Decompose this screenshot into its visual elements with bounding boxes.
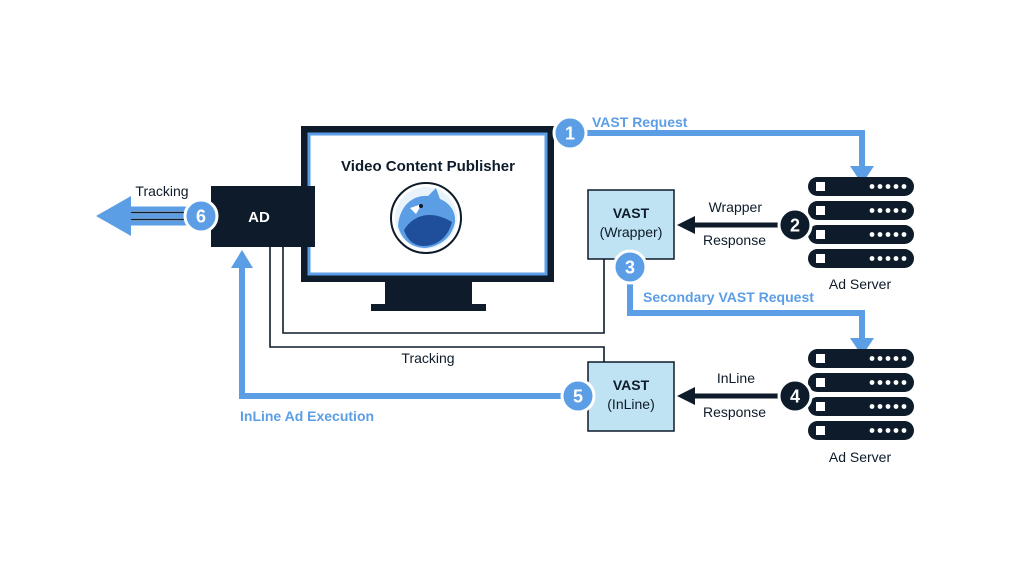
vast-request-arrow — [584, 130, 874, 184]
monitor-base — [371, 304, 486, 311]
wrapper-response-arrow — [677, 216, 790, 234]
step-number: 2 — [790, 216, 800, 236]
step-number: 5 — [573, 387, 583, 407]
publisher-monitor: Video Content Publisher — [301, 126, 554, 311]
wrapper-response-label-top: Wrapper — [709, 199, 763, 215]
step-badge-3: 3 — [612, 249, 648, 285]
step-number: 4 — [790, 387, 800, 407]
step-number: 6 — [196, 207, 206, 227]
step-badge-5: 5 — [560, 378, 596, 414]
tracking-label: Tracking — [401, 350, 454, 366]
server-rack-icon — [808, 349, 914, 440]
inline-ad-execution-arrow — [231, 250, 565, 399]
secondary-vast-request-arrow — [627, 278, 874, 356]
tracking-out-arrow — [96, 196, 195, 236]
inline-ad-execution-label: InLine Ad Execution — [240, 408, 374, 424]
vast-inline-box: VAST (InLine) — [587, 361, 675, 432]
inline-response-label-top: InLine — [717, 370, 755, 386]
step-badge-6: 6 — [183, 198, 219, 234]
tracking-out-label: Tracking — [135, 183, 188, 199]
inline-response-label-bottom: Response — [703, 404, 766, 420]
ad-box: AD — [211, 186, 315, 247]
vast-wrapper-subtitle: (Wrapper) — [600, 224, 663, 240]
vast-request-label: VAST Request — [592, 114, 688, 130]
vast-wrapper-box: VAST (Wrapper) — [587, 189, 675, 260]
step-badge-4: 4 — [777, 378, 813, 414]
monitor-stand — [385, 282, 472, 304]
tracking-line-wrapper — [282, 230, 605, 334]
tracking-line-inline — [269, 230, 605, 362]
inline-response-arrow — [677, 387, 790, 405]
step-number: 1 — [565, 124, 575, 144]
ad-label: AD — [248, 209, 270, 226]
monitor-title: Video Content Publisher — [341, 158, 515, 175]
vast-inline-subtitle: (InLine) — [607, 396, 654, 412]
vast-inline-title: VAST — [613, 377, 650, 393]
secondary-vast-request-label: Secondary VAST Request — [643, 289, 814, 305]
step-number: 3 — [625, 258, 635, 278]
bear-logo-icon — [390, 182, 462, 254]
ad-server-2: Ad Server — [808, 349, 914, 465]
ad-server-label: Ad Server — [829, 276, 892, 292]
server-rack-icon — [808, 177, 914, 268]
ad-server-label: Ad Server — [829, 449, 892, 465]
vast-wrapper-title: VAST — [613, 205, 650, 221]
step-badge-1: 1 — [552, 115, 588, 151]
step-badge-2: 2 — [777, 207, 813, 243]
wrapper-response-label-bottom: Response — [703, 232, 766, 248]
ad-server-1: Ad Server — [808, 177, 914, 292]
